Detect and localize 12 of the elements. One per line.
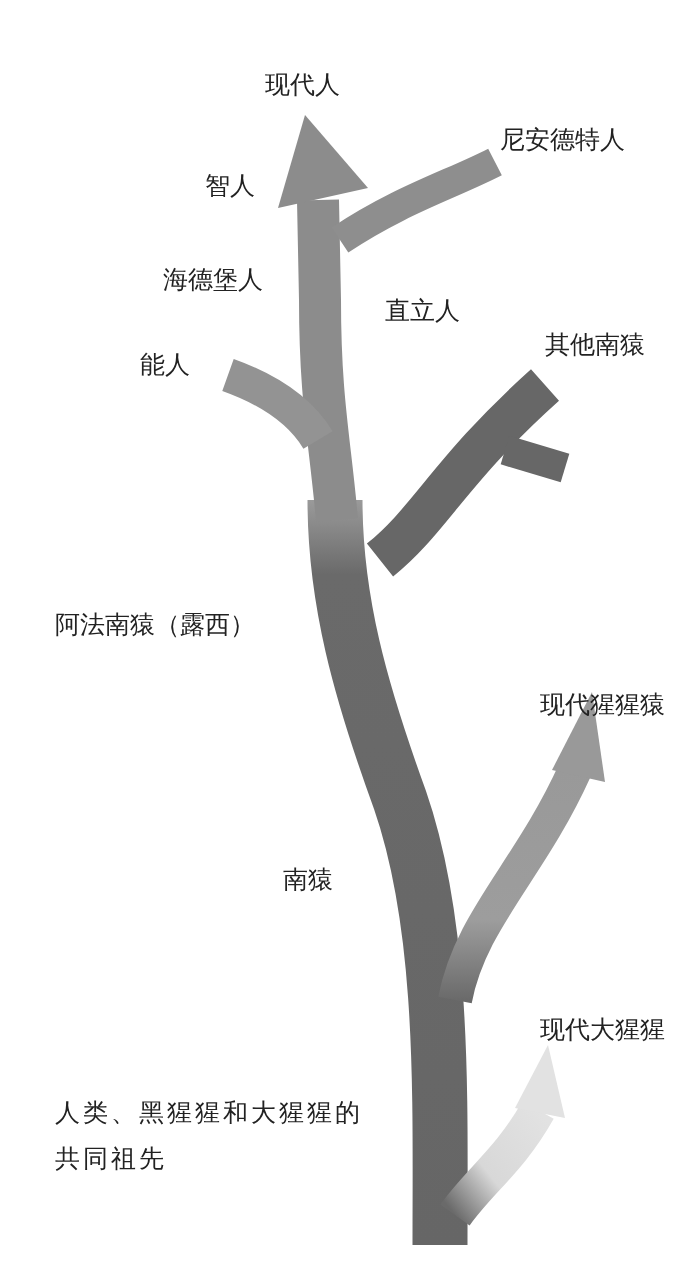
species-label: 其他南猿 bbox=[545, 329, 645, 361]
species-label: 尼安德特人 bbox=[500, 124, 625, 156]
species-label: 南猿 bbox=[283, 864, 333, 896]
species-label: 阿法南猿（露西） bbox=[55, 609, 255, 641]
species-label: 现代大猩猩 bbox=[540, 1014, 665, 1046]
species-label: 人类、黑猩猩和大猩猩的共同祖先 bbox=[55, 1097, 364, 1175]
species-label: 海德堡人 bbox=[163, 264, 263, 296]
species-label: 现代猩猩猿 bbox=[540, 689, 665, 721]
species-label: 智人 bbox=[205, 170, 255, 202]
species-label: 直立人 bbox=[385, 295, 460, 327]
species-label: 能人 bbox=[140, 349, 190, 381]
species-label: 现代人 bbox=[265, 69, 340, 101]
